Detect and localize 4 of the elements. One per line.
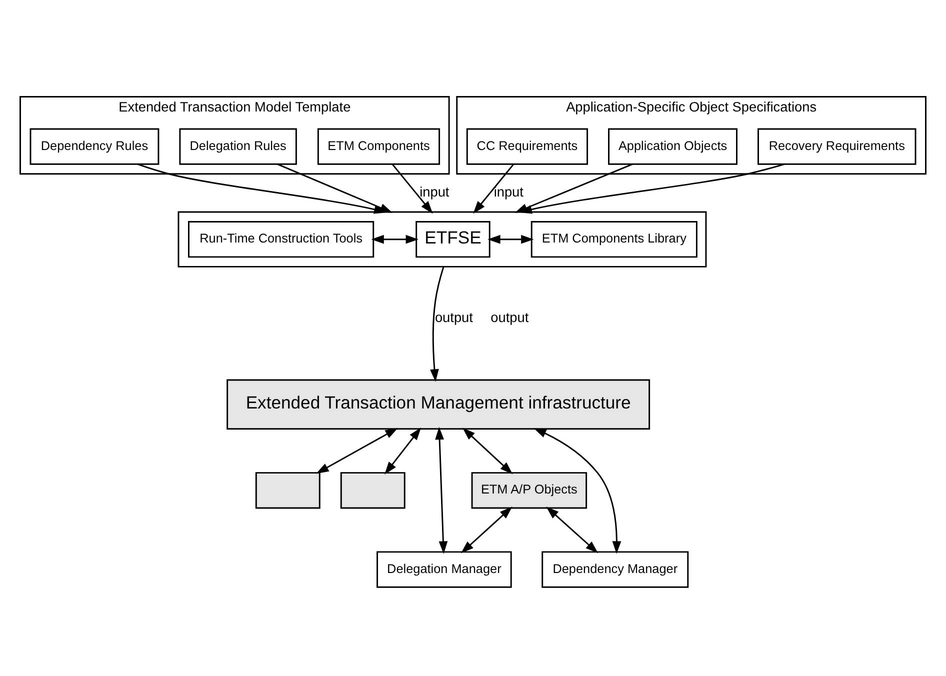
edge-label: input	[494, 184, 524, 200]
label: output	[490, 310, 529, 326]
edge-label: output	[434, 310, 473, 326]
edge-label: input	[420, 184, 450, 200]
